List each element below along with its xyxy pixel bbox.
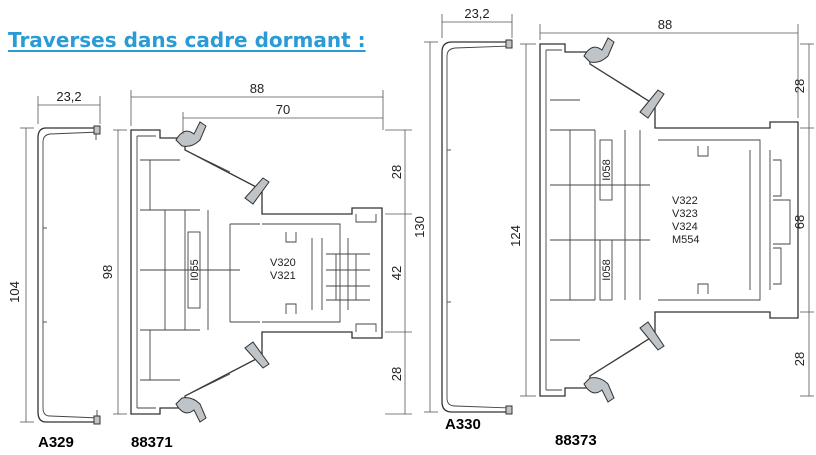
profile-a329-drawing (37, 125, 101, 425)
88373-ref-1: V322 (672, 195, 698, 207)
88371-dim-top: 28 (389, 165, 404, 179)
88373-insert-label-top: I058 (601, 159, 613, 180)
88371-ref-2: V321 (270, 270, 296, 282)
88371-dim-mid: 42 (389, 266, 404, 280)
88373-height-label: 124 (508, 225, 523, 247)
88371-right-dimensions: 28 42 28 (385, 129, 412, 415)
88373-width-label: 88 (658, 17, 672, 32)
a330-width-label: 23,2 (464, 6, 489, 21)
88371-inner-width-label: 70 (276, 102, 290, 117)
88373-height-dimension: 124 (508, 43, 536, 397)
88373-dim-top: 28 (792, 79, 807, 93)
88371-width-label: 88 (250, 81, 264, 96)
88373-width-dimension: 88 (539, 17, 799, 118)
88373-dim-mid: 68 (792, 215, 807, 229)
88371-inner-width-dimension: 70 (182, 102, 383, 134)
a330-height-label: 130 (412, 216, 427, 238)
page-title: Traverses dans cadre dormant : (8, 28, 366, 52)
a330-height-dimension: 130 (412, 41, 438, 413)
88373-code-label: 88373 (555, 432, 597, 449)
88371-ref-1: V320 (270, 257, 296, 269)
a329-code-label: A329 (38, 434, 74, 451)
profile-88371-drawing (130, 121, 383, 423)
88371-height-dimension: 98 (100, 129, 127, 415)
profile-a330-drawing (441, 39, 513, 415)
a329-height-label: 104 (7, 281, 22, 303)
88371-code-label: 88371 (131, 434, 173, 451)
88371-insert-label: I055 (189, 259, 201, 280)
a330-width-dimension: 23,2 (441, 6, 513, 38)
88373-ref-4: M554 (672, 234, 700, 246)
a329-width-label: 23,2 (56, 89, 81, 104)
88371-width-dimension: 88 (130, 81, 384, 130)
88373-ref-2: V323 (672, 208, 698, 220)
88373-dim-bottom: 28 (792, 352, 807, 366)
a330-code-label: A330 (445, 416, 481, 433)
profile-88373-drawing (539, 37, 799, 403)
a329-height-dimension: 104 (7, 127, 34, 423)
88373-right-dimensions: 28 68 28 (792, 43, 814, 397)
88371-dim-bottom: 28 (389, 367, 404, 381)
a329-width-dimension: 23,2 (37, 89, 101, 124)
88373-insert-label-bottom: I058 (601, 259, 613, 280)
88373-ref-3: V324 (672, 221, 698, 233)
88371-height-label: 98 (100, 265, 115, 279)
